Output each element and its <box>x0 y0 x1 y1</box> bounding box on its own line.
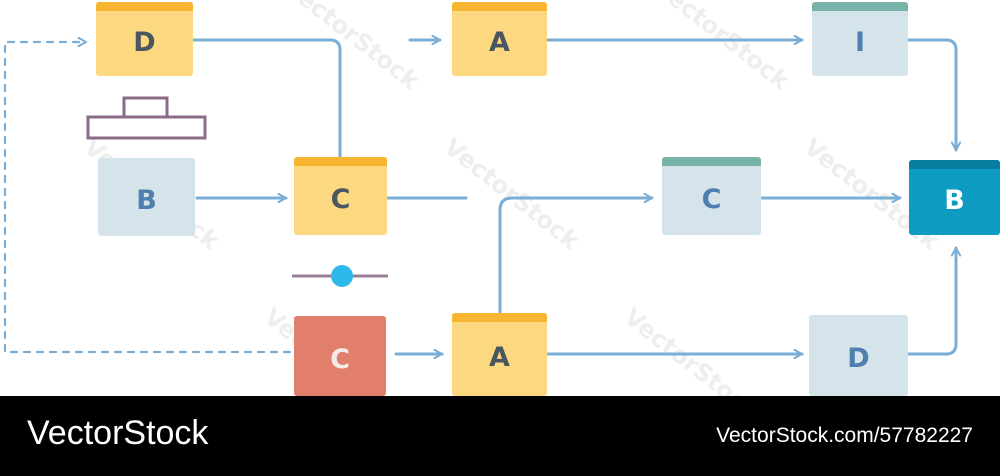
node-label: C <box>330 343 350 375</box>
node-label: A <box>489 342 510 373</box>
dashed-feedback-loop <box>3 42 292 354</box>
footer-bar: VectorStock VectorStock.com/57782227 <box>0 396 1000 476</box>
diagram-canvas: VectorStock VectorStock VectorStock Vect… <box>3 0 1000 426</box>
node-label: B <box>944 185 965 216</box>
node-label: B <box>136 184 157 216</box>
node-label: C <box>330 183 351 215</box>
node-b-target[interactable]: B <box>909 160 1000 235</box>
node-label: C <box>701 183 722 215</box>
node-d-top[interactable]: D <box>96 2 193 76</box>
node-b-left[interactable]: B <box>98 158 195 236</box>
connector-a-to-c <box>498 198 654 315</box>
node-a-top[interactable]: A <box>452 2 547 76</box>
node-i-top[interactable]: I <box>812 2 908 76</box>
node-a-bottom[interactable]: A <box>452 313 547 396</box>
connector-d-to-c <box>191 38 342 160</box>
node-label: A <box>489 26 510 58</box>
connector-lines <box>3 0 1000 396</box>
footer-brand: VectorStock <box>27 414 209 452</box>
node-label: D <box>133 26 156 58</box>
node-c-red[interactable]: C <box>294 316 386 396</box>
node-d-bottom[interactable]: D <box>809 315 908 396</box>
node-label: D <box>847 343 870 374</box>
slider-icon <box>292 265 388 287</box>
connector-i-to-b <box>906 38 956 152</box>
node-c-mid[interactable]: C <box>662 157 761 235</box>
node-label: I <box>854 26 866 58</box>
footer-image-id: VectorStock.com/57782227 <box>716 424 973 447</box>
toolbox-icon <box>86 96 207 140</box>
connector-d-to-b <box>906 246 956 356</box>
node-c-center[interactable]: C <box>294 157 387 235</box>
